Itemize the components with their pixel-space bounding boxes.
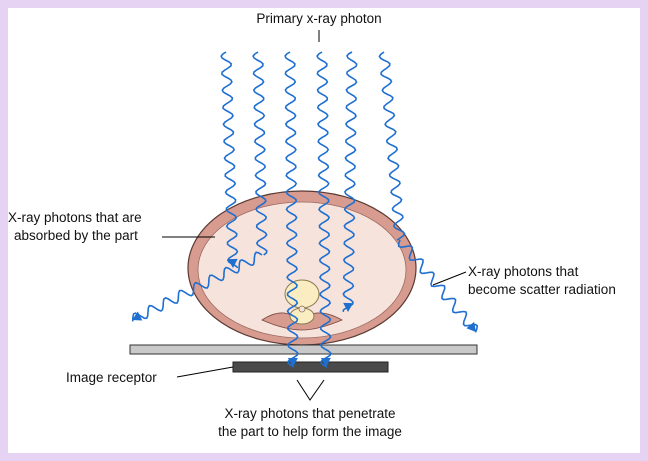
image-receptor <box>232 361 389 373</box>
absorbed-photon-2-arrowhead <box>343 302 354 312</box>
primary-photon-label: Primary x-ray photon <box>256 11 382 26</box>
scatter-photon-left-arrowhead <box>132 311 143 321</box>
penetrating-photon-1 <box>284 51 299 368</box>
scatter-photon-right <box>378 51 479 333</box>
scatter-leader <box>432 271 467 286</box>
penetrating-photon-1-arrowhead <box>287 357 298 367</box>
photon-paths <box>131 51 479 368</box>
absorbed-photon-2 <box>342 51 358 313</box>
penetrate-label-line1: X-ray photons that penetrate <box>224 406 396 421</box>
absorbed-photon <box>220 51 239 269</box>
body-cross-section <box>187 190 417 346</box>
penetrating-photon-2 <box>316 51 332 368</box>
spine-vertebra <box>284 279 320 325</box>
scatter-photon-left <box>131 51 268 322</box>
absorbed-photon-arrowhead <box>227 258 238 268</box>
x-ray-table <box>129 344 478 355</box>
penetrate-label-line2: the part to help form the image <box>218 424 402 439</box>
absorbed-label-line1: X-ray photons that are <box>8 210 142 225</box>
image-receptor-label: Image receptor <box>66 370 157 385</box>
scatter-label-line1: X-ray photons that <box>468 264 579 279</box>
scatter-photon-right-arrowhead <box>466 321 476 332</box>
scatter-label-line2: become scatter radiation <box>468 282 616 297</box>
absorbed-label-line2: absorbed by the part <box>14 228 138 243</box>
penetrate-leader <box>296 379 325 401</box>
receptor-leader <box>176 366 234 378</box>
penetrating-photon-2-arrowhead <box>320 357 331 367</box>
